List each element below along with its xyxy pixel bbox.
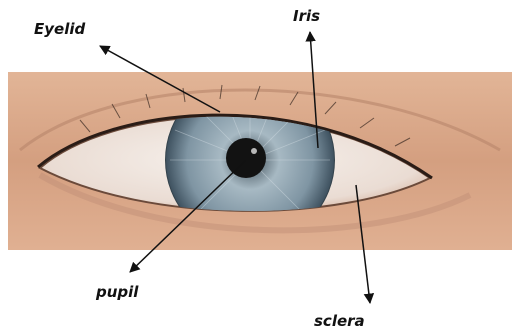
pupil-highlight bbox=[251, 148, 257, 154]
iris-label: Iris bbox=[293, 9, 320, 24]
sclera-label: sclera bbox=[314, 314, 365, 329]
pupil-shape bbox=[226, 138, 266, 178]
pupil-label: pupil bbox=[96, 285, 138, 300]
eyelid-label: Eyelid bbox=[34, 22, 85, 37]
